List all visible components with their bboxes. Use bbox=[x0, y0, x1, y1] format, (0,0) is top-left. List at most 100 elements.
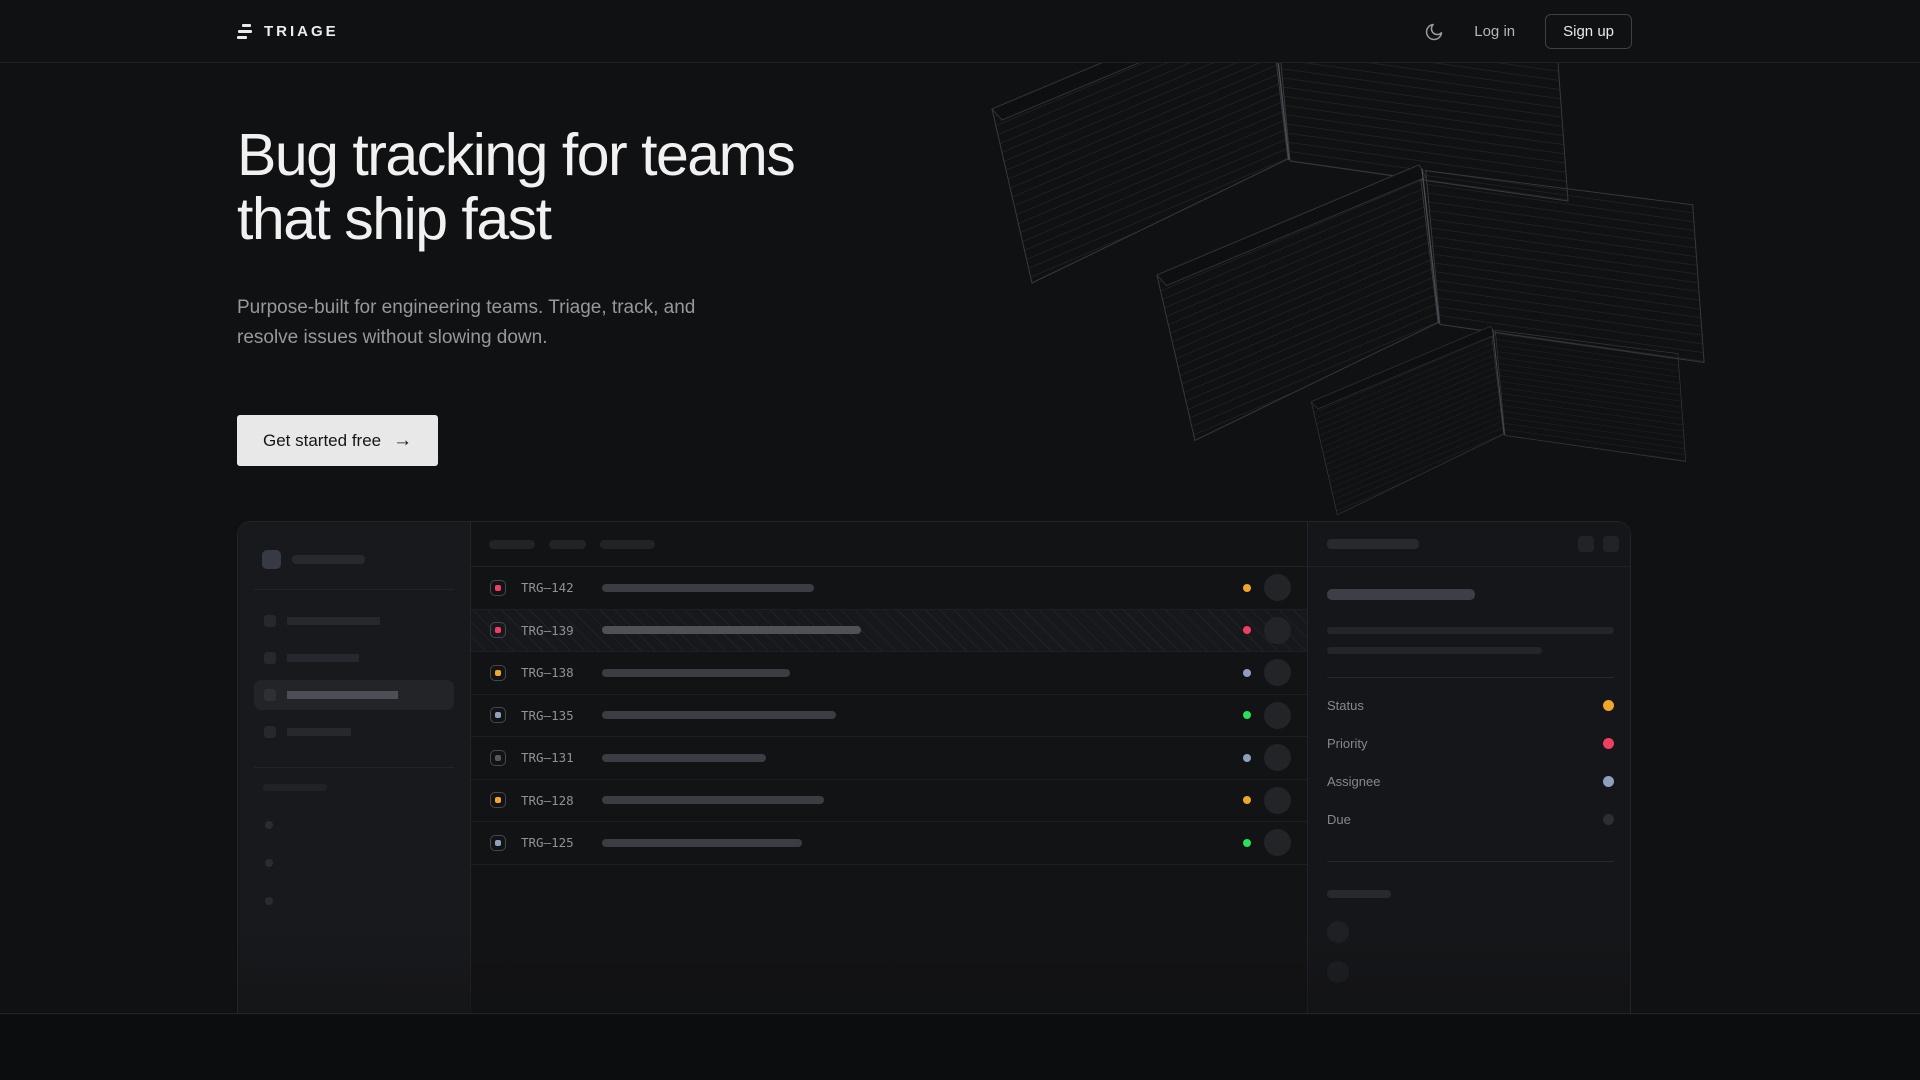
issue-row: TRG–128 bbox=[471, 780, 1307, 822]
top-nav: TRIAGE Log in Sign up bbox=[0, 0, 1920, 63]
brand-name: TRIAGE bbox=[264, 23, 339, 40]
divider bbox=[1327, 677, 1614, 678]
avatar bbox=[1264, 659, 1291, 687]
issue-title-skeleton bbox=[602, 583, 814, 592]
issue-row: TRG–131 bbox=[471, 737, 1307, 780]
nav-item-icon bbox=[264, 689, 276, 701]
description-skeleton bbox=[1327, 627, 1614, 634]
status-value-dot bbox=[1603, 699, 1614, 711]
nav-item-icon bbox=[264, 726, 276, 738]
nav-item-skeleton bbox=[287, 654, 359, 662]
avatar bbox=[1264, 616, 1291, 644]
status-dot bbox=[1243, 626, 1251, 635]
section-label-skeleton bbox=[263, 784, 327, 791]
issue-id: TRG–131 bbox=[521, 750, 574, 766]
app-mockup-card: TRG–142 TRG–139 bbox=[237, 521, 1631, 1013]
issue-row: TRG–135 bbox=[471, 695, 1307, 737]
field-label: Due bbox=[1327, 811, 1351, 827]
sidebar-nav-item bbox=[254, 643, 454, 673]
field-row-priority: Priority bbox=[1327, 724, 1614, 762]
mockup-issue-list: TRG–142 TRG–139 bbox=[471, 522, 1307, 1013]
get-started-button[interactable]: Get started free → bbox=[237, 415, 439, 466]
avatar bbox=[1264, 744, 1291, 772]
divider bbox=[254, 767, 454, 768]
nav-item-icon bbox=[264, 615, 276, 627]
issue-row: TRG–138 bbox=[471, 652, 1307, 695]
status-dot bbox=[1243, 753, 1251, 762]
comment-avatar-skeleton bbox=[1327, 921, 1349, 943]
field-label: Assignee bbox=[1327, 773, 1381, 789]
assignee-value-dot bbox=[1603, 775, 1614, 787]
priority-badge-icon bbox=[490, 579, 506, 596]
nav-item-skeleton bbox=[287, 728, 351, 736]
issue-title-skeleton bbox=[602, 668, 790, 677]
list-dot bbox=[265, 897, 273, 905]
comment-avatar-skeleton bbox=[1327, 961, 1349, 983]
list-header bbox=[471, 522, 1307, 567]
hero-subtitle: Purpose-built for engineering teams. Tri… bbox=[237, 297, 696, 348]
status-dot bbox=[1243, 583, 1251, 592]
workspace-name-skeleton bbox=[292, 555, 365, 564]
workspace-avatar bbox=[262, 550, 281, 569]
issue-id: TRG–139 bbox=[521, 622, 574, 638]
priority-badge-icon bbox=[490, 707, 506, 724]
status-dot bbox=[1243, 668, 1251, 677]
priority-badge-icon bbox=[490, 749, 506, 766]
priority-badge-icon bbox=[490, 664, 506, 681]
field-row-assignee: Assignee bbox=[1327, 762, 1614, 800]
sidebar-nav-item bbox=[254, 717, 454, 747]
wireframe-panels-decoration bbox=[991, 63, 1705, 516]
issue-title-skeleton bbox=[1327, 589, 1475, 600]
issue-row: TRG–125 bbox=[471, 822, 1307, 865]
issue-row-selected: TRG–139 bbox=[471, 609, 1307, 652]
nav-item-icon bbox=[264, 652, 276, 664]
signup-button[interactable]: Sign up bbox=[1545, 14, 1632, 49]
theme-toggle-button[interactable] bbox=[1424, 22, 1444, 42]
mockup-sidebar bbox=[238, 522, 471, 1013]
issue-title-skeleton bbox=[602, 838, 802, 847]
issue-id: TRG–135 bbox=[521, 707, 574, 723]
avatar bbox=[1264, 829, 1291, 857]
field-row-status: Status bbox=[1327, 686, 1614, 724]
nav-item-skeleton bbox=[287, 691, 398, 699]
nav-item-skeleton bbox=[287, 617, 380, 625]
avatar bbox=[1264, 574, 1291, 602]
priority-value-dot bbox=[1603, 737, 1614, 749]
priority-badge-icon bbox=[490, 792, 506, 809]
issue-title-skeleton bbox=[602, 626, 861, 635]
divider bbox=[254, 589, 454, 590]
avatar bbox=[1264, 786, 1291, 814]
status-dot bbox=[1243, 711, 1251, 720]
workspace-row bbox=[254, 550, 454, 569]
filter-pill-skeleton bbox=[549, 539, 586, 549]
field-row-due: Due bbox=[1327, 800, 1614, 838]
footer bbox=[0, 1015, 1920, 1080]
issue-id: TRG–125 bbox=[521, 835, 574, 851]
hero-section: Bug tracking for teams that ship fast Pu… bbox=[0, 63, 1920, 1014]
mockup-detail-panel: Status Priority Assignee Due bbox=[1307, 522, 1630, 1013]
issue-id: TRG–142 bbox=[521, 580, 574, 596]
get-started-label: Get started free bbox=[263, 430, 382, 450]
login-link[interactable]: Log in bbox=[1474, 23, 1516, 40]
priority-badge-icon bbox=[490, 622, 506, 639]
arrow-right-icon: → bbox=[393, 430, 413, 451]
brand-logo[interactable]: TRIAGE bbox=[237, 23, 339, 40]
filter-pill-skeleton bbox=[600, 539, 655, 549]
hero-title-line-1: Bug tracking for teams bbox=[237, 122, 796, 188]
list-dot bbox=[265, 859, 273, 867]
field-label: Status bbox=[1327, 697, 1364, 713]
avatar bbox=[1264, 701, 1291, 729]
issue-title-skeleton bbox=[602, 711, 836, 720]
status-dot bbox=[1243, 796, 1251, 805]
divider bbox=[1327, 861, 1614, 862]
issue-id: TRG–138 bbox=[521, 665, 574, 681]
sidebar-nav-item-active bbox=[254, 680, 454, 710]
hero-title: Bug tracking for teams that ship fast bbox=[237, 123, 957, 251]
issue-title-skeleton bbox=[602, 753, 766, 762]
hero-title-line-2: that ship fast bbox=[237, 186, 552, 252]
list-dot bbox=[265, 821, 273, 829]
panel-title-skeleton bbox=[1327, 539, 1419, 549]
filter-pill-skeleton bbox=[489, 539, 535, 549]
panel-action-button-skeleton bbox=[1578, 536, 1594, 552]
